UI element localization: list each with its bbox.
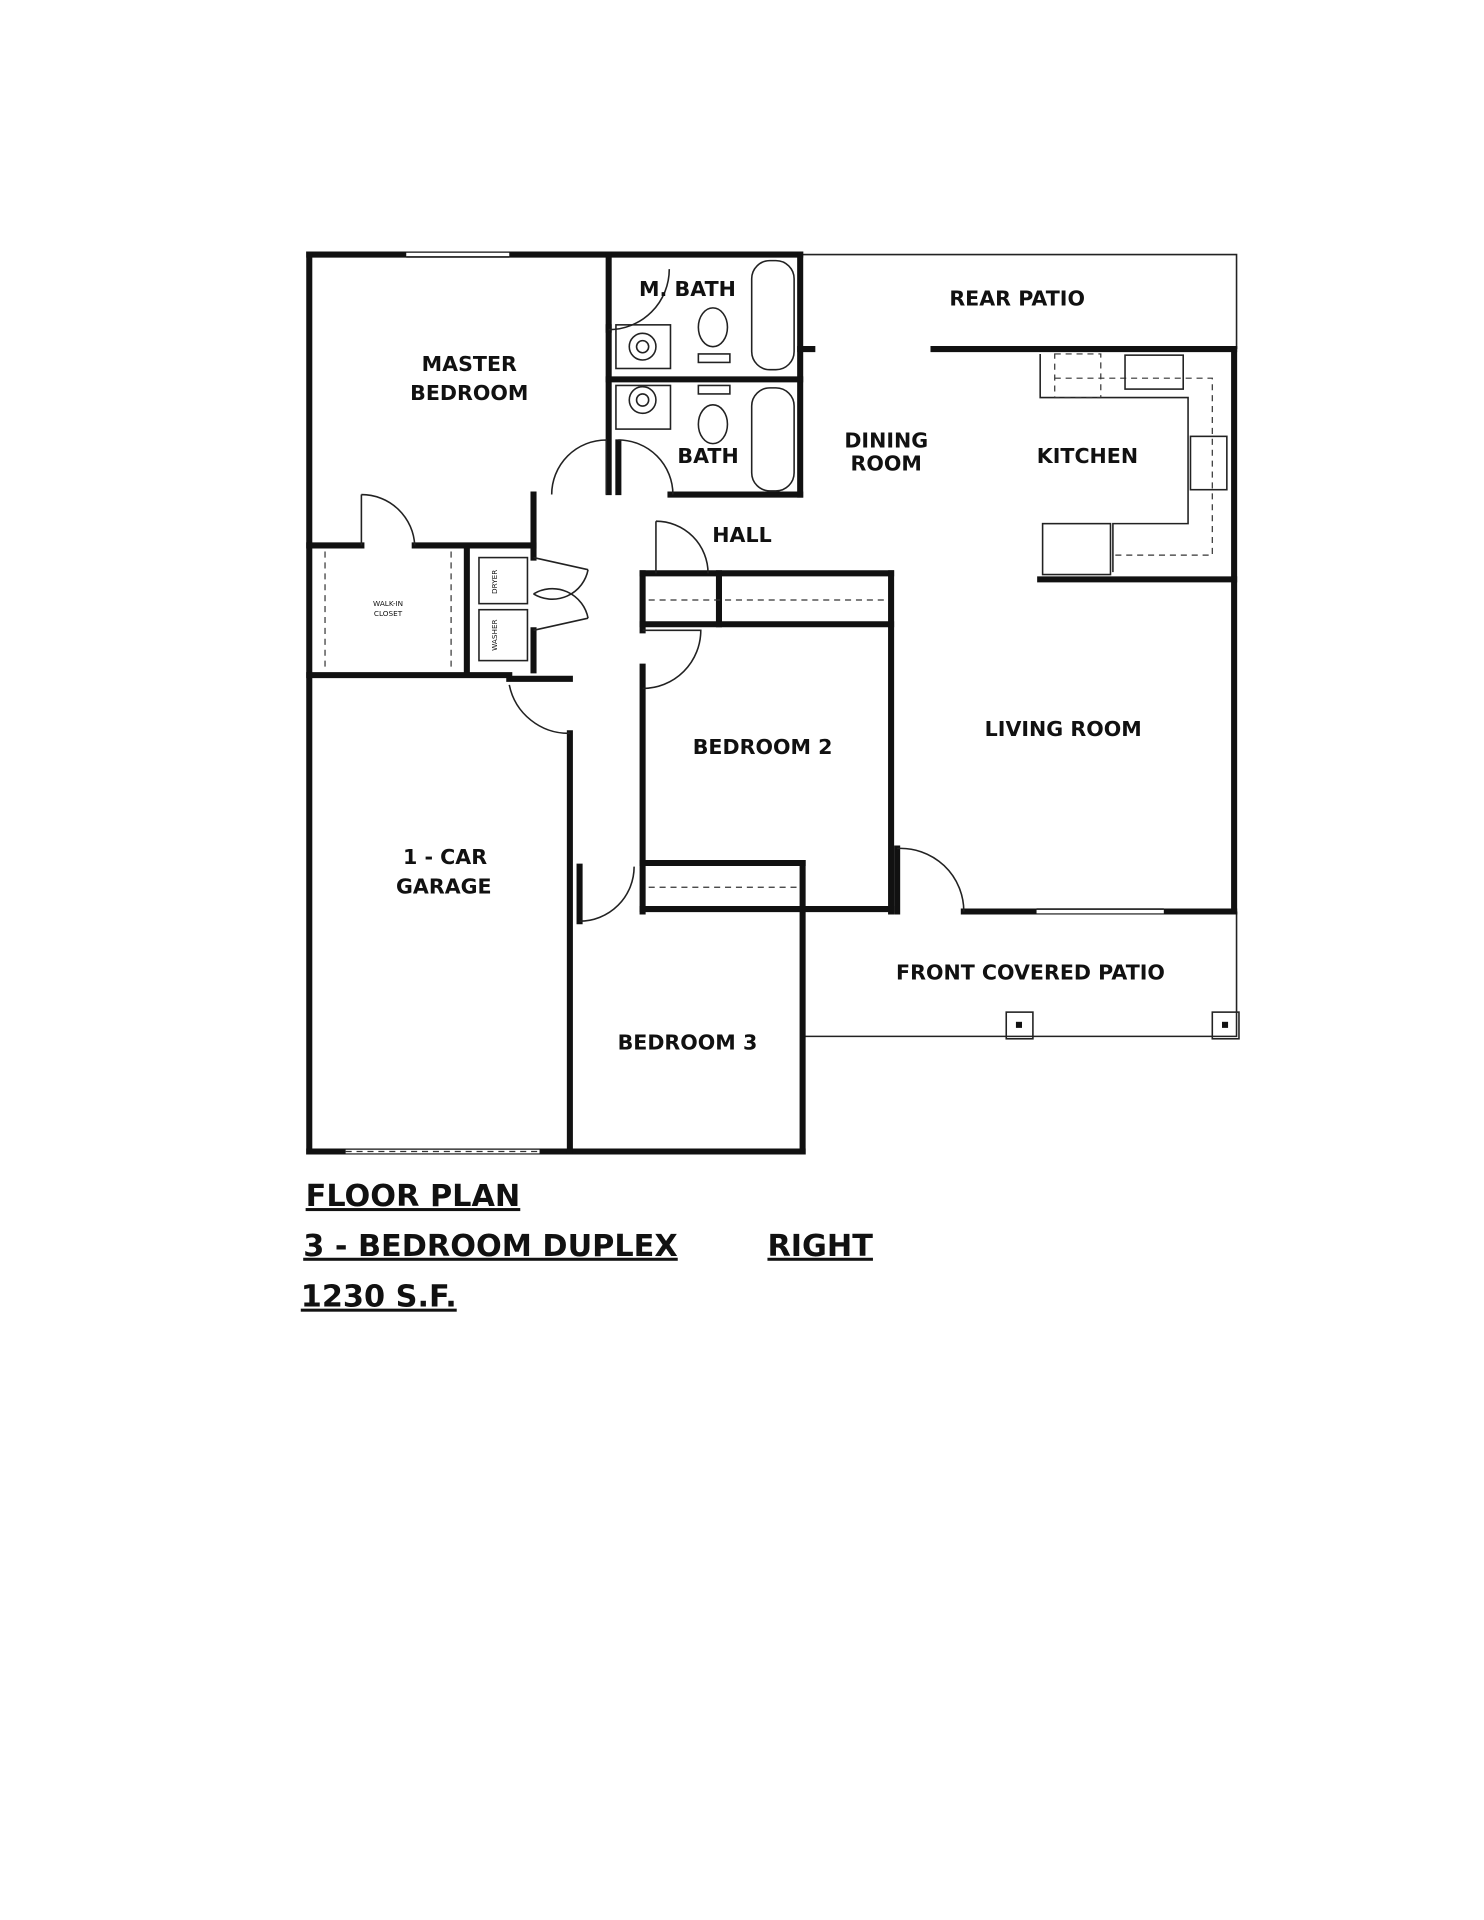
label-dryer: DRYER [490,570,499,594]
caption-floor-plan: FLOOR PLAN [306,1179,521,1214]
label-dining-room: DINING [844,428,928,452]
label-washer: WASHER [490,619,499,650]
label-bedroom-3: BEDROOM 3 [618,1031,758,1055]
caption-right: RIGHT [767,1229,873,1264]
label-living-room: LIVING ROOM [985,717,1142,741]
label-walk-in-closet: CLOSET [374,609,403,618]
label-master-bedroom: BEDROOM [410,381,528,405]
label-walk-in-closet: WALK-IN [373,599,403,608]
label-garage: 1 - CAR [403,845,487,869]
caption-duplex: 3 - BEDROOM DUPLEX [303,1229,678,1264]
label-front-covered-patio: FRONT COVERED PATIO [896,960,1165,984]
label-dining-room: ROOM [851,451,922,475]
caption: FLOOR PLAN 3 - BEDROOM DUPLEX RIGHT 1230… [301,1179,873,1315]
label-hall: HALL [712,523,771,547]
label-master-bedroom: MASTER [422,352,517,376]
label-bath: BATH [677,444,738,468]
label-kitchen: KITCHEN [1037,444,1138,468]
label-master-bath: M. BATH [639,277,736,301]
fixtures [324,259,1228,888]
room-labels: MASTER BEDROOM M. BATH BATH REAR PATIO D… [373,277,1165,1055]
label-bedroom-2: BEDROOM 2 [693,735,833,759]
rear-patio-outline [800,253,1238,350]
windows [345,252,1164,1154]
patio-post [1005,1011,1034,1040]
walls [306,251,1238,1155]
label-rear-patio: REAR PATIO [949,286,1085,310]
label-garage: GARAGE [396,874,492,898]
front-patio-outline [802,911,1240,1040]
caption-square-feet: 1230 S.F. [301,1280,457,1315]
patio-post [1211,1011,1240,1040]
doors [360,269,965,922]
